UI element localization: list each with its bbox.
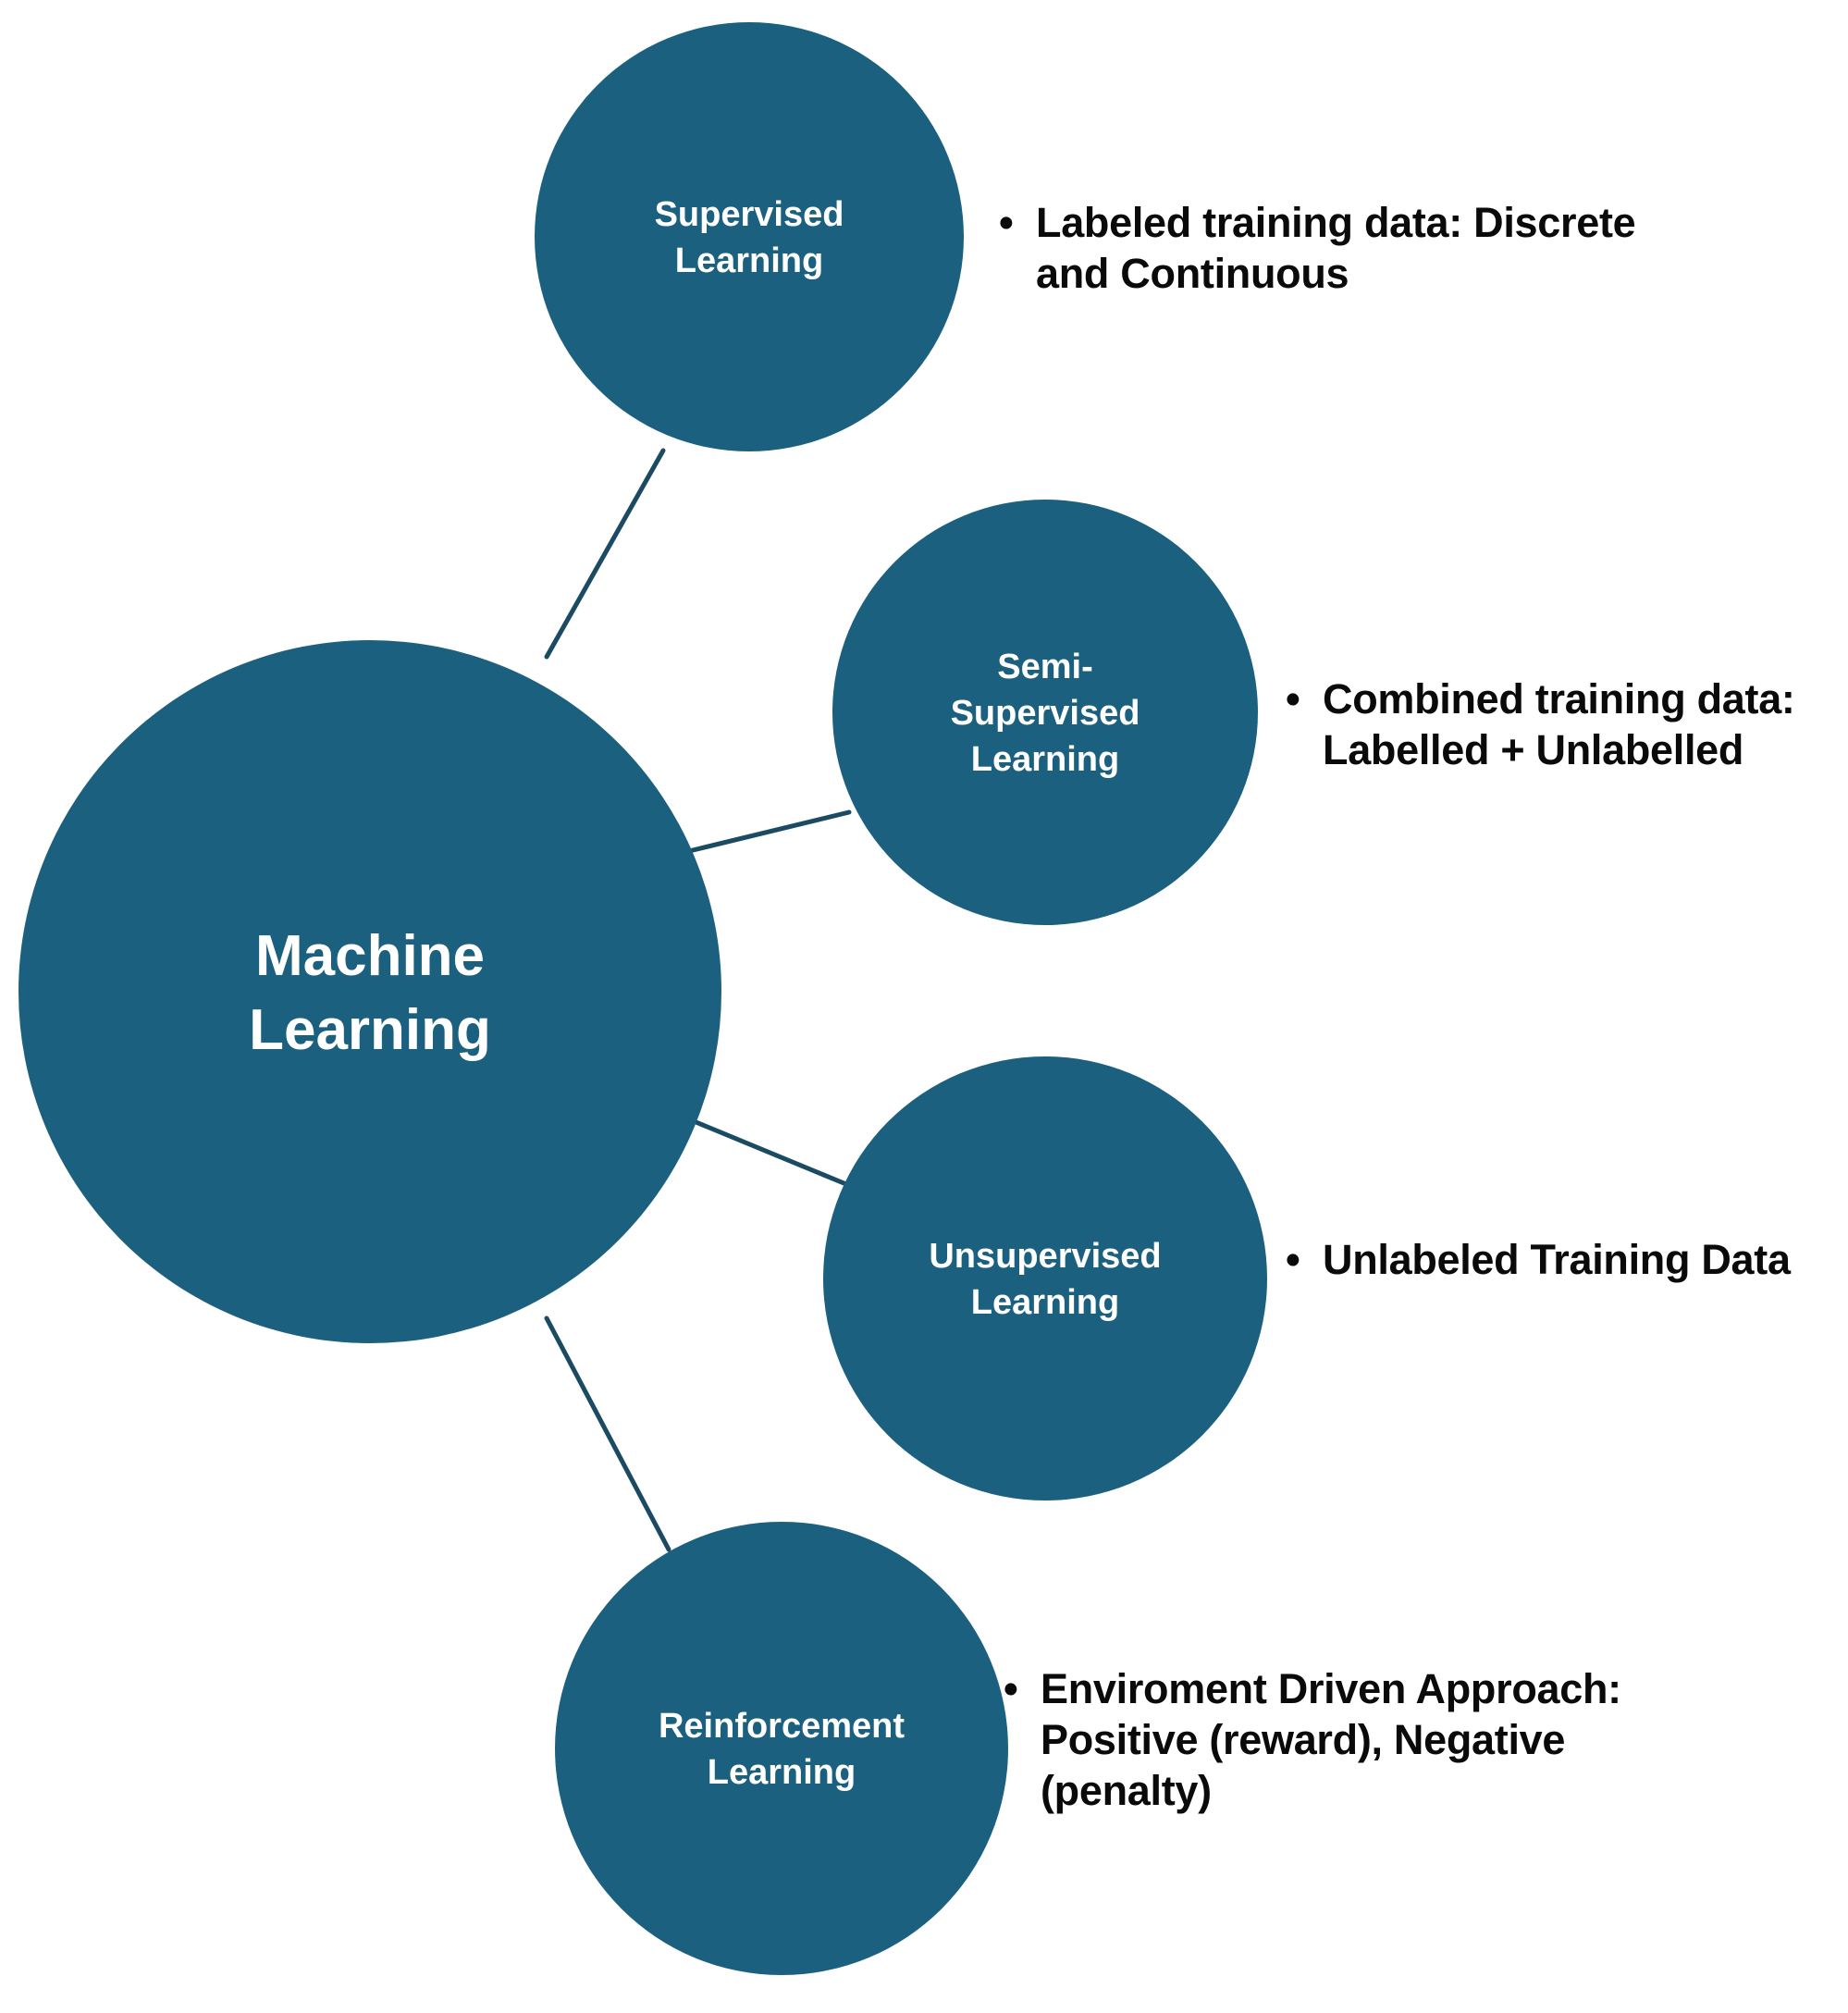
annotation-semi-supervised-learning: • Combined training data:Labelled + Unlab… bbox=[1286, 673, 1795, 775]
node-label-line: Unsupervised bbox=[929, 1237, 1161, 1276]
bullet-icon: • bbox=[999, 199, 1014, 246]
node-circle-machine-learning[interactable] bbox=[18, 640, 721, 1343]
annotation-body: Unlabeled Training Data bbox=[1323, 1234, 1791, 1285]
node-label-line: Learning bbox=[971, 740, 1119, 779]
connector-root-unsupervised bbox=[691, 1118, 856, 1190]
bullet-icon: • bbox=[1286, 1236, 1300, 1283]
node-label-line: Learning bbox=[971, 1283, 1119, 1322]
connector-root-supervised bbox=[544, 448, 666, 660]
node-label-line: Supervised bbox=[951, 694, 1140, 733]
connector-group bbox=[544, 448, 856, 1552]
annotation-line: Positive (reward), Negative bbox=[1041, 1716, 1566, 1763]
node-circle-supervised-learning[interactable] bbox=[535, 22, 964, 451]
node-label-line: Learning bbox=[249, 998, 491, 1062]
annotation-line: Enviroment Driven Approach: bbox=[1041, 1665, 1621, 1712]
connector-root-reinforcement bbox=[544, 1315, 671, 1552]
annotation-line: Unlabeled Training Data bbox=[1323, 1236, 1791, 1283]
node-label-line: Learning bbox=[708, 1753, 856, 1792]
node-label-line: Semi- bbox=[997, 648, 1092, 686]
node-label-line: Reinforcement bbox=[659, 1707, 905, 1746]
annotation-line: Labeled training data: Discrete bbox=[1036, 199, 1636, 246]
annotation-body: Combined training data:Labelled + Unlabe… bbox=[1323, 673, 1795, 775]
annotation-reinforcement-learning: • Enviroment Driven Approach:Positive (re… bbox=[1004, 1663, 1621, 1816]
annotation-unsupervised-learning: • Unlabeled Training Data bbox=[1286, 1234, 1791, 1285]
annotation-line: Labelled + Unlabelled bbox=[1323, 726, 1744, 773]
connector-root-semi-supervised bbox=[686, 809, 852, 854]
node-label-line: Supervised bbox=[655, 195, 844, 234]
bullet-icon: • bbox=[1004, 1665, 1018, 1712]
annotation-line: Combined training data: bbox=[1323, 675, 1795, 722]
annotation-body: Enviroment Driven Approach:Positive (rew… bbox=[1041, 1663, 1621, 1816]
node-circle-unsupervised-learning[interactable] bbox=[823, 1056, 1267, 1500]
bullet-icon: • bbox=[1286, 675, 1300, 722]
annotation-line: and Continuous bbox=[1036, 250, 1349, 297]
node-circle-semi-supervised-learning[interactable] bbox=[832, 500, 1258, 925]
node-circle-reinforcement-learning[interactable] bbox=[555, 1522, 1008, 1975]
annotation-line: (penalty) bbox=[1041, 1767, 1212, 1814]
node-label-line: Learning bbox=[675, 241, 823, 280]
node-label-line: Machine bbox=[255, 924, 485, 988]
